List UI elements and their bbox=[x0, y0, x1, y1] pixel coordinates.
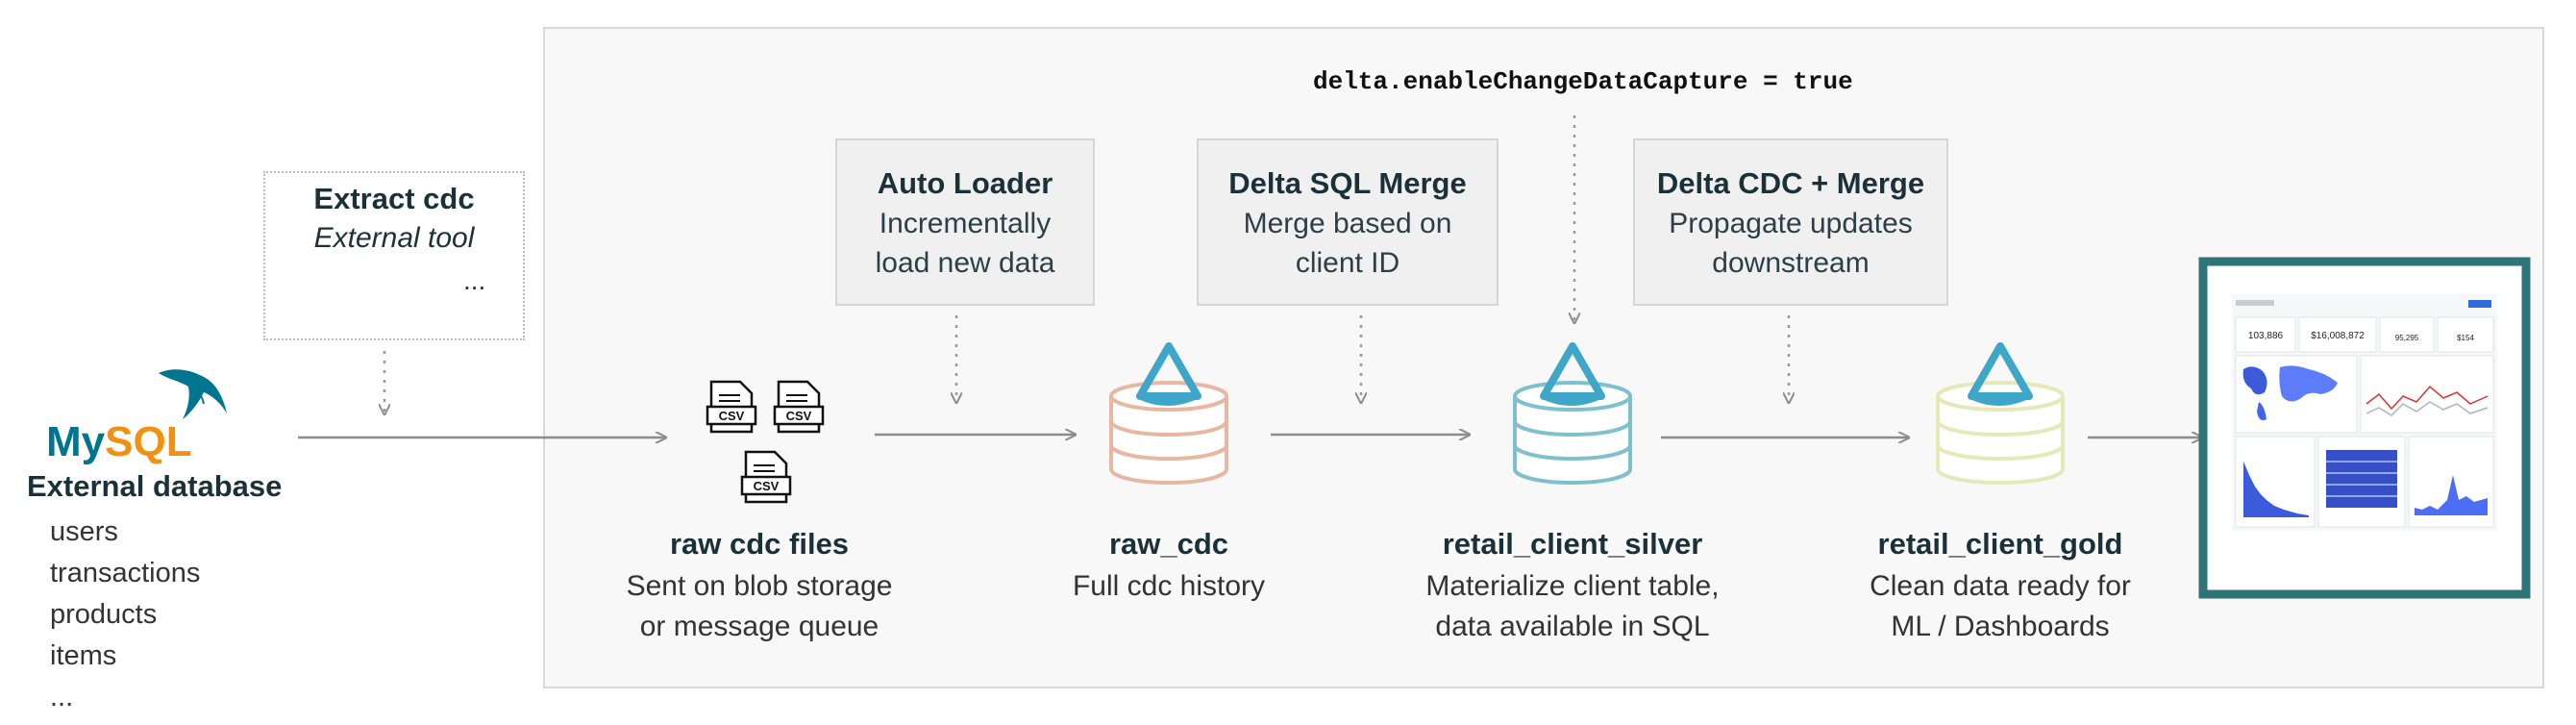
table-name: items bbox=[50, 640, 117, 671]
box-line: client ID bbox=[1295, 247, 1400, 279]
table-name: users bbox=[50, 516, 118, 547]
stage-title: raw cdc files bbox=[669, 527, 850, 561]
svg-text:95,295: 95,295 bbox=[2395, 334, 2419, 342]
delta-sql-merge-box: Delta SQL Merge Merge based on client ID bbox=[1197, 138, 1499, 306]
external-db-title: External database bbox=[27, 469, 283, 503]
delta-cdc-merge-box: Delta CDC + Merge Propagate updates down… bbox=[1633, 138, 1948, 306]
stage-title: retail_client_silver bbox=[1442, 527, 1703, 561]
stage-line: Clean data ready for bbox=[1870, 570, 2131, 602]
change-data-feed-config: delta.enableChangeDataCapture = true bbox=[1313, 67, 1853, 96]
stage-line: Materialize client table, bbox=[1425, 570, 1720, 602]
stage-line: Sent on blob storage bbox=[626, 570, 893, 602]
auto-loader-box: Auto Loader Incrementally load new data bbox=[835, 138, 1095, 306]
table-name: transactions bbox=[50, 558, 201, 588]
table-name: products bbox=[50, 599, 158, 630]
dashboard-thumbnail: 103,886 $16,008,872 95,295 $154 bbox=[2198, 257, 2531, 599]
csv-file-icon: CSV bbox=[773, 380, 825, 434]
stage-title: raw_cdc bbox=[1108, 527, 1229, 561]
box-line: downstream bbox=[1712, 247, 1870, 279]
svg-text:$154: $154 bbox=[2457, 334, 2474, 342]
box-line: Propagate updates bbox=[1669, 208, 1913, 239]
box-title: Delta CDC + Merge bbox=[1656, 166, 1925, 200]
stage-raw-cdc: raw_cdc Full cdc history bbox=[1025, 522, 1313, 607]
csv-file-icon: CSV bbox=[740, 450, 792, 504]
box-line: Merge based on bbox=[1243, 208, 1452, 239]
stage-title: retail_client_gold bbox=[1877, 527, 2123, 561]
silver-table-icon bbox=[1513, 342, 1632, 485]
box-title: Delta SQL Merge bbox=[1228, 166, 1467, 200]
stage-raw-cdc-files: raw cdc files Sent on blob storage or me… bbox=[596, 522, 923, 647]
mysql-logo bbox=[159, 369, 227, 419]
bronze-table-icon bbox=[1109, 342, 1228, 485]
csv-file-icon: CSV bbox=[706, 380, 757, 434]
table-name: ... bbox=[50, 682, 74, 712]
box-title: Auto Loader bbox=[877, 166, 1053, 200]
stage-line: or message queue bbox=[639, 611, 879, 642]
svg-text:CSV: CSV bbox=[719, 409, 745, 423]
svg-text:CSV: CSV bbox=[786, 409, 812, 423]
stage-retail-client-gold: retail_client_gold Clean data ready for … bbox=[1832, 522, 2168, 647]
stage-line: ML / Dashboards bbox=[1891, 611, 2110, 642]
stage-line: data available in SQL bbox=[1435, 611, 1710, 642]
extract-subtitle: External tool bbox=[313, 222, 475, 254]
external-db-tables: users transactions products items ... bbox=[50, 512, 200, 718]
box-line: load new data bbox=[875, 247, 1055, 279]
gold-table-icon bbox=[1936, 342, 2065, 485]
stage-retail-client-silver: retail_client_silver Materialize client … bbox=[1390, 522, 1755, 647]
stage-line: Full cdc history bbox=[1072, 570, 1266, 602]
extract-title: Extract cdc bbox=[313, 182, 475, 215]
svg-text:$16,008,872: $16,008,872 bbox=[2311, 331, 2365, 341]
more-tools-ellipsis: ... bbox=[463, 265, 486, 295]
svg-text:103,886: 103,886 bbox=[2248, 331, 2284, 341]
svg-text:CSV: CSV bbox=[754, 479, 780, 493]
extract-cdc-box: Extract cdc External tool ... bbox=[263, 171, 525, 340]
box-line: Incrementally bbox=[879, 208, 1052, 239]
mysql-logo-text: MySQL bbox=[46, 418, 192, 465]
